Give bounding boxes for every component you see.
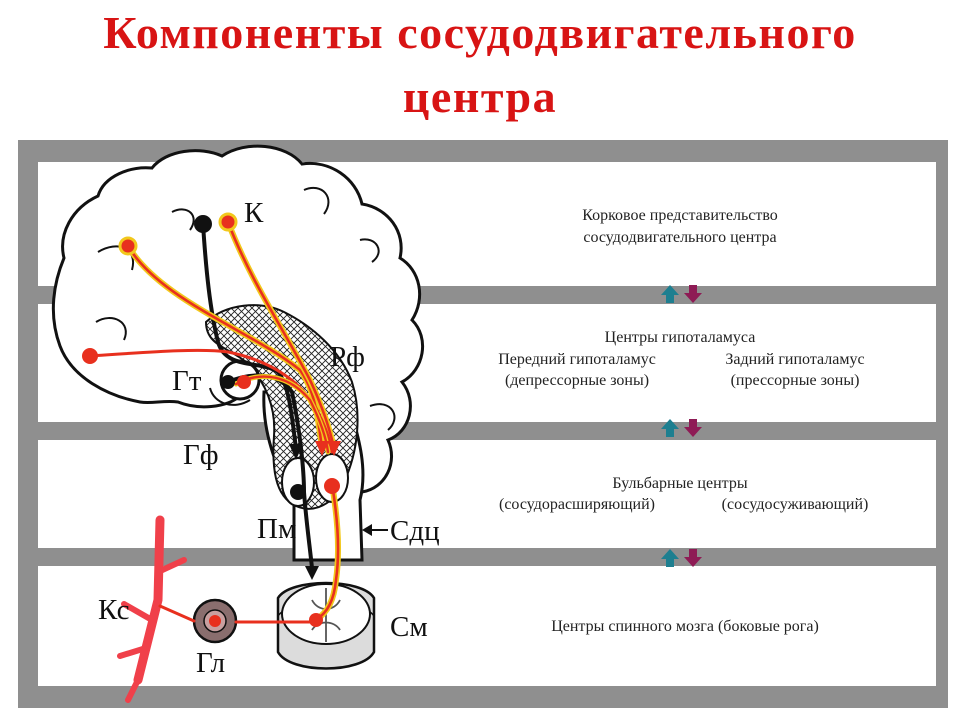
blood-vessel bbox=[133, 515, 165, 685]
band-bulbar bbox=[38, 440, 936, 548]
bulbar-constrictor-label: (сосудосуживающий) bbox=[721, 496, 869, 513]
anterior-hypothalamus-role: (депрессорные зоны) bbox=[504, 372, 650, 389]
label-gl: Гл bbox=[196, 647, 226, 679]
posterior-hypothalamus-role: (прессорные зоны) bbox=[730, 372, 860, 389]
label-sdc: Сдц bbox=[390, 515, 440, 547]
cortex-label-line2: сосудодвигательного центра bbox=[583, 229, 777, 246]
label-gt: Гт bbox=[172, 365, 202, 397]
hypothalamus-bulbar-arrows-icon bbox=[661, 419, 702, 437]
anterior-hypothalamus: Передний гипоталамус bbox=[498, 351, 656, 368]
label-gf: Гф bbox=[183, 439, 219, 471]
hypothalamus-heading: Центры гипоталамуса bbox=[604, 329, 756, 346]
label-pm: Пм bbox=[257, 513, 297, 545]
black-pathway bbox=[201, 223, 298, 449]
red-yellow-pathways bbox=[88, 219, 342, 624]
label-ks: Кс bbox=[98, 594, 130, 626]
posterior-hypothalamus: Задний гипоталамус bbox=[725, 351, 865, 368]
page-title: Компоненты сосудодвигательного bbox=[103, 7, 857, 58]
bulbar-dilator-label: (сосудорасширяющий) bbox=[498, 496, 656, 513]
bulbar-spinal-arrows-icon bbox=[661, 549, 702, 567]
label-sm: См bbox=[390, 611, 428, 643]
page-title-line2: центра bbox=[402, 71, 558, 122]
spinal-centers-label: Центры спинного мозга (боковые рога) bbox=[551, 618, 819, 635]
label-rf: Рф bbox=[330, 341, 365, 373]
cortex-label-line1: Корковое представительство bbox=[582, 207, 778, 224]
label-k: К bbox=[244, 197, 264, 229]
cortex-hypothalamus-arrows-icon bbox=[661, 285, 702, 303]
bulbar-heading: Бульбарные центры bbox=[612, 475, 748, 492]
band-spinal bbox=[38, 566, 936, 686]
